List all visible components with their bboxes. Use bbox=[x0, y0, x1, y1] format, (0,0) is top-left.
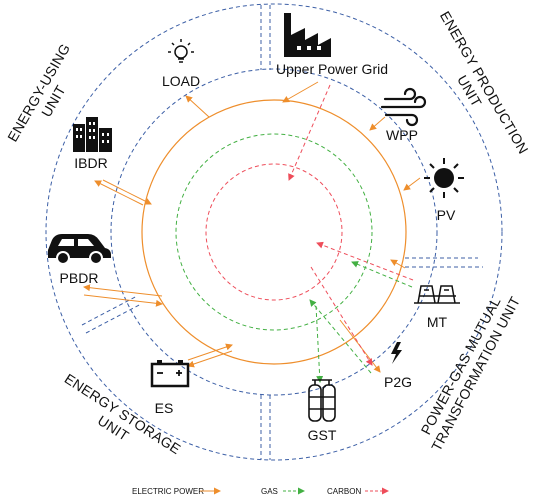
node-label-ibdr: IBDR bbox=[74, 155, 107, 171]
node-label-mt: MT bbox=[427, 314, 448, 330]
lightning-icon bbox=[391, 342, 402, 364]
factory-icon bbox=[284, 13, 331, 57]
flow-carbon-grid bbox=[288, 84, 331, 181]
outer-ring bbox=[45, 3, 503, 461]
divider-left-a bbox=[81, 295, 138, 326]
flow-electric-wpp bbox=[369, 116, 386, 131]
node-label-pbdr: PBDR bbox=[60, 270, 99, 286]
carbon-bus-ring bbox=[205, 163, 343, 301]
flow-electric-es-return bbox=[187, 350, 233, 368]
flow-electric-pbdr bbox=[83, 284, 163, 297]
unit-label-energy-production-line1: ENERGY PRODUCTION bbox=[437, 8, 532, 156]
flow-electric-es bbox=[187, 343, 233, 361]
wind-icon bbox=[380, 87, 427, 127]
flow-electric-grid bbox=[282, 81, 319, 103]
electric-flows bbox=[83, 95, 421, 373]
gas-flows bbox=[309, 261, 413, 383]
flow-electric-pv bbox=[403, 177, 421, 191]
node-label-p2g: P2G bbox=[384, 374, 412, 390]
node-label-wpp: WPP bbox=[386, 127, 418, 143]
flow-electric-load bbox=[185, 95, 210, 118]
flow-carbon-mt bbox=[316, 241, 414, 281]
node-label-load: LOAD bbox=[162, 73, 200, 89]
node-label-es: ES bbox=[155, 400, 174, 416]
node-label-grid: Upper Power Grid bbox=[276, 61, 388, 77]
unit-boundaries bbox=[45, 3, 503, 461]
electric-bus-ring bbox=[141, 99, 407, 365]
flow-gas-gst bbox=[315, 305, 324, 383]
flow-carbon-p2g bbox=[310, 266, 373, 366]
carbon-flows bbox=[288, 84, 414, 366]
node-label-pv: PV bbox=[437, 207, 456, 223]
flow-electric-ibdr-return bbox=[102, 179, 152, 205]
gas-bus-ring bbox=[175, 133, 373, 331]
flow-electric-mt bbox=[390, 259, 406, 269]
unit-label-energy-production: ENERGY PRODUCTION UNIT bbox=[437, 8, 532, 156]
legend-label-electric: ELECTRIC POWER bbox=[132, 487, 204, 496]
inner-boundary-ring bbox=[110, 68, 438, 396]
battery-icon bbox=[150, 360, 190, 388]
lightbulb-icon bbox=[168, 39, 194, 63]
car-icon bbox=[48, 234, 111, 265]
legend: ELECTRIC POWER GAS CARBON bbox=[132, 487, 389, 496]
gas-tank-icon bbox=[308, 379, 336, 422]
turbine-icon bbox=[414, 285, 460, 304]
flow-gas-p2g bbox=[309, 299, 372, 374]
legend-label-gas: GAS bbox=[261, 487, 278, 496]
node-label-gst: GST bbox=[308, 427, 337, 443]
sun-icon bbox=[424, 158, 464, 198]
flow-electric-pbdr-return bbox=[83, 294, 163, 307]
legend-label-carbon: CARBON bbox=[327, 487, 361, 496]
flow-electric-ibdr bbox=[94, 180, 144, 206]
divider-left-b bbox=[85, 303, 142, 334]
flow-gas-mt bbox=[351, 261, 413, 288]
unit-label-power-gas: POWER-GAS MUTUAL TRANSFORMATION UNIT bbox=[418, 294, 524, 454]
buildings-icon bbox=[73, 117, 112, 152]
